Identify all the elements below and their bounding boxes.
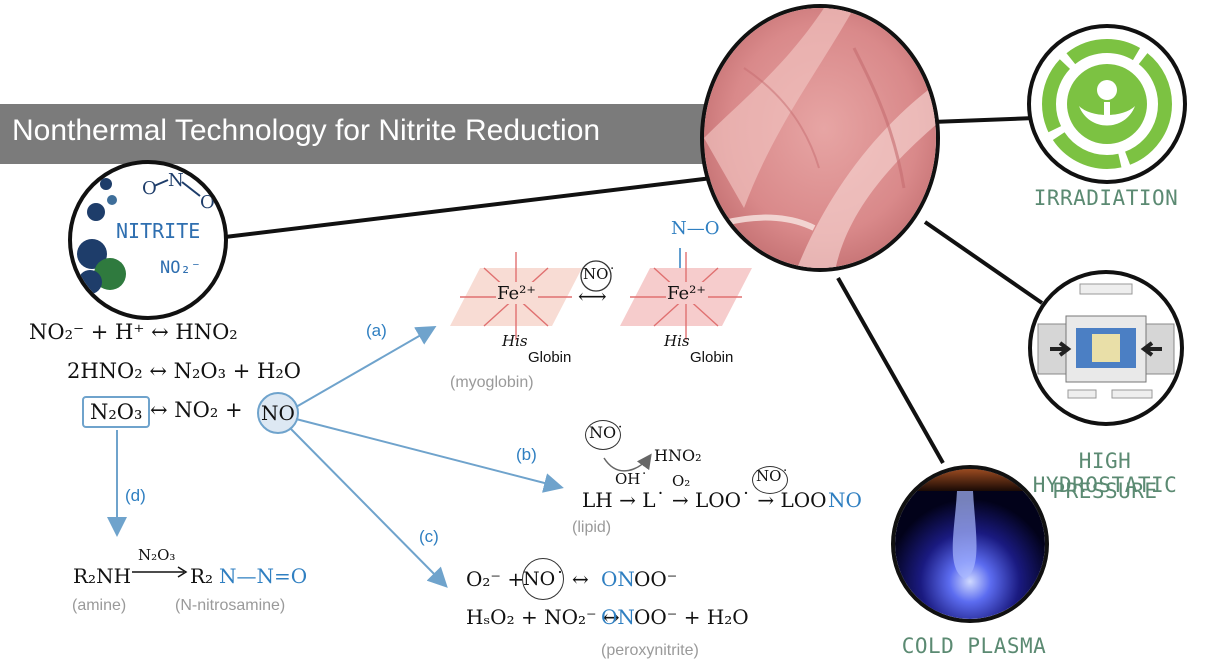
nitrosamine-reagent: N₂O₃ <box>138 546 176 564</box>
pathway-b-label: (b) <box>516 445 537 464</box>
nitrosamine-arrow <box>132 566 188 578</box>
radura-icon <box>1042 39 1172 169</box>
irradiation-circle <box>1027 24 1187 184</box>
fe-right: Fe²⁺ <box>667 283 706 304</box>
pathway-c-label: (c) <box>419 527 439 546</box>
lipid-hno2: HNO₂ <box>654 446 702 465</box>
myoglobin-no-radical: NO˙ <box>583 265 616 283</box>
lipid-no-end: NO <box>828 488 862 512</box>
cold-plasma-label: COLD PLASMA <box>901 634 1047 658</box>
myoglobin-caption: (myoglobin) <box>450 374 534 391</box>
peroxy-no-circled: NO˙ <box>522 558 565 600</box>
lipid-no-circle <box>585 420 621 450</box>
nitrite-label: NITRITE <box>116 219 201 243</box>
equation-3: ↔ NO₂ + <box>150 398 243 422</box>
fe-left: Fe²⁺ <box>497 283 536 304</box>
his-right: His <box>664 332 690 350</box>
nitrite-circle: O N O <box>68 160 228 320</box>
globin-right: Globin <box>690 349 734 366</box>
hpp-label-line2: PRESSURE <box>1052 479 1158 503</box>
pressure-vessel-icon <box>1037 283 1175 399</box>
myoglobin-arrow: ⟷ <box>578 284 607 308</box>
n2o3-box: N₂O₃ <box>82 396 151 428</box>
nitrite-formula: NO₂⁻ <box>160 258 201 278</box>
his-left: His <box>502 332 528 350</box>
lipid-no-radical: NO˙ <box>589 423 625 442</box>
equation-1: NO₂⁻ + H⁺ ↔ HNO₂ <box>29 320 238 344</box>
svg-text:N: N <box>168 170 184 191</box>
lipid-o2: O₂ <box>672 472 691 490</box>
nitrosamine-product-n: N—N=O <box>219 564 308 588</box>
amine-caption: (amine) <box>72 597 127 614</box>
cold-plasma-circle <box>891 465 1049 623</box>
nitrosamine-caption: (N-nitrosamine) <box>175 597 286 614</box>
irradiation-label: IRRADIATION <box>1033 186 1179 210</box>
lipid-no-over-circle <box>752 466 788 494</box>
peroxy-line1-b: ↔ <box>572 567 589 591</box>
meat-photo <box>700 4 940 272</box>
globin-left: Globin <box>528 349 572 366</box>
nitroso-group: N—O <box>671 218 720 239</box>
title-banner <box>0 104 705 164</box>
lipid-chain: LH → L˙ → LOO˙ → LOO <box>582 488 827 512</box>
pathway-d-label: (d) <box>125 486 146 505</box>
peroxy-line1-on: ON <box>601 567 635 591</box>
myoglobin-diagram <box>450 248 752 340</box>
pathway-a-label: (a) <box>366 321 387 340</box>
amine-reactant: R₂NH <box>73 564 132 588</box>
peroxy-line1-c: OO⁻ <box>634 567 678 591</box>
hpp-circle <box>1028 270 1184 426</box>
nitrosamine-product-r: R₂ <box>190 564 214 588</box>
nitrite-molecule-icon: O N O <box>77 170 215 294</box>
peroxy-line1-a: O₂⁻ + <box>466 567 525 591</box>
hpp-label-line1: HIGH HYDROSTATIC <box>1032 449 1178 497</box>
peroxy-line2-a: HₛO₂ + NO₂⁻ ↔ <box>466 605 620 629</box>
peroxynitrite-caption: (peroxynitrite) <box>601 642 699 659</box>
lipid-no-over: NO˙ <box>756 467 789 485</box>
lipid-caption: (lipid) <box>572 519 612 536</box>
peroxy-line2-on: ON <box>601 605 635 629</box>
svg-text:O: O <box>142 178 157 199</box>
lipid-oh: OH˙ <box>615 470 648 488</box>
no-circled: NO <box>257 392 299 434</box>
equation-2: 2HNO₂ ↔ N₂O₃ + H₂O <box>67 359 301 383</box>
page-title: Nonthermal Technology for Nitrite Reduct… <box>12 114 601 147</box>
peroxy-line2-c: OO⁻ + H₂O <box>634 605 749 629</box>
svg-text:O: O <box>200 192 215 213</box>
